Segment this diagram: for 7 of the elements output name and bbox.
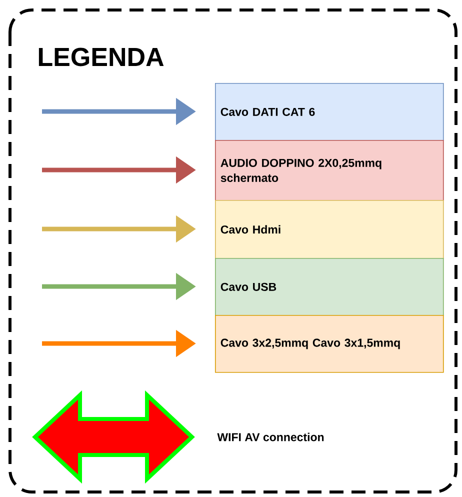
legend-title: LEGENDA <box>38 48 164 66</box>
legend-label: WIFI AV connection <box>217 432 324 442</box>
legend-box: AUDIO DOPPINO 2X0,25mmq schermato <box>215 140 444 201</box>
legend-box: Cavo DATI CAT 6 <box>215 83 444 141</box>
legend-box: Cavo 3x2,5mmq Cavo 3x1,5mmq <box>215 315 444 373</box>
legend-box: Cavo Hdmi <box>215 200 444 259</box>
legend-box: Cavo USB <box>215 258 444 316</box>
